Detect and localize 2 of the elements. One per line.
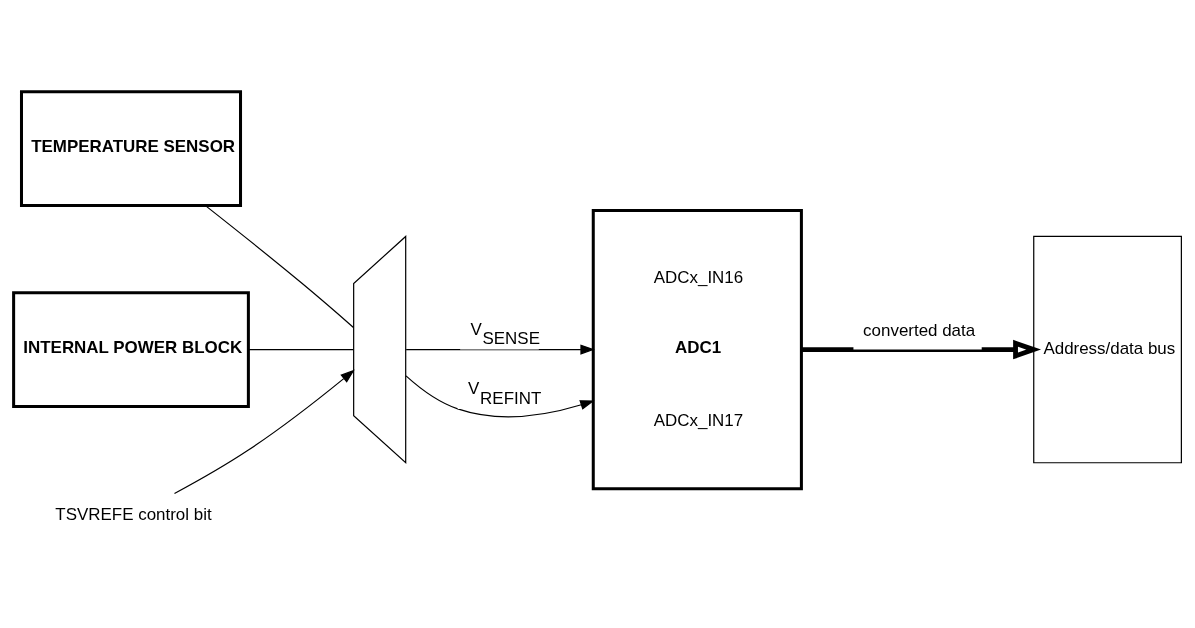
node-text: TSVREFE control bit [55,504,212,524]
edge-label: converted data [863,320,976,340]
